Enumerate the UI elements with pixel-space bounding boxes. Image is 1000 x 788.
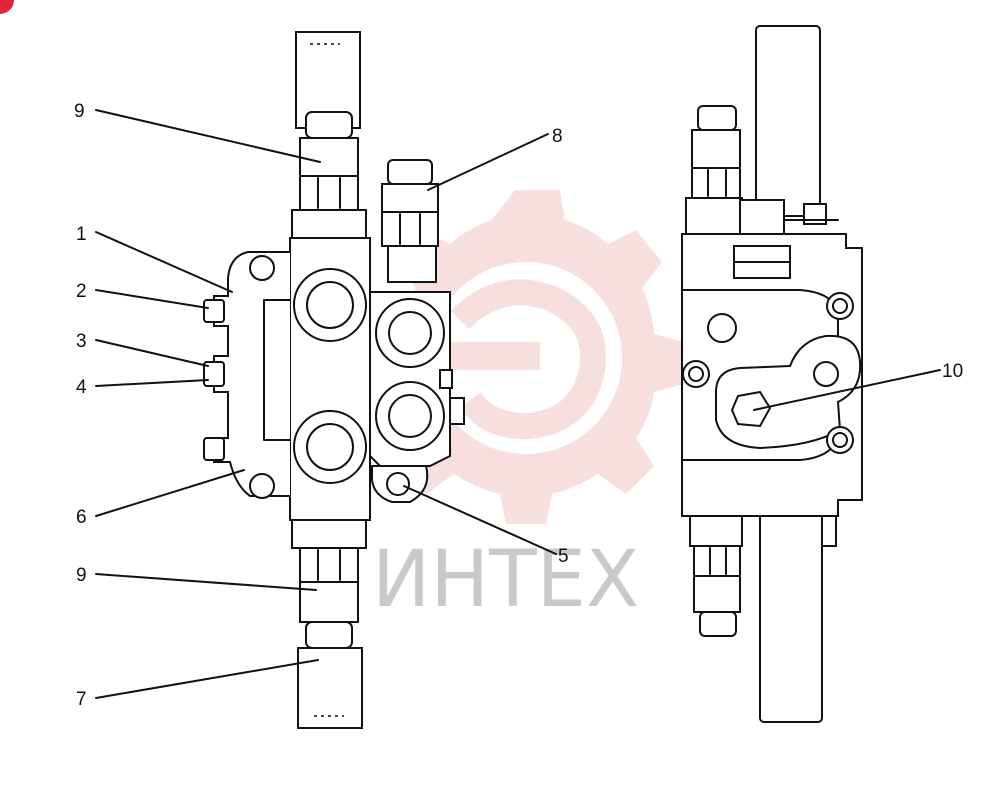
right-top-seal [691,167,741,199]
right-bottom-nut [699,611,737,637]
callout-7: 7 [76,689,87,710]
top-relief-cap [299,137,359,177]
leader-8 [427,133,549,191]
right-bottom-housing [689,515,743,547]
right-cover-hole [813,361,839,387]
bottom-relief-cap [299,581,359,623]
callout-9-bottom: 9 [76,565,87,586]
right-bolt-left [682,360,710,388]
right-bolt-bottom [826,426,854,454]
relief-valve-neck [387,245,437,283]
callout-1: 1 [76,224,87,245]
callout-3: 3 [76,331,87,352]
callout-8: 8 [552,126,563,147]
right-top-cap [691,129,741,169]
leader-4 [95,379,209,387]
side-plug [449,397,465,425]
callout-labels: 9 1 2 3 4 6 9 7 8 5 10 [74,101,963,710]
bolt-6 [203,437,225,461]
top-spool-housing [291,209,367,239]
mounting-hole-bottom [249,473,275,499]
mounting-bracket [213,251,290,497]
side-screw [439,369,453,389]
leader-1 [95,231,233,293]
callout-2: 2 [76,281,87,302]
inlet-port-inner [388,311,432,355]
relief-valve-seat [381,211,439,247]
leader-9-top [95,109,321,163]
bolt-2 [203,299,225,323]
relief-cap-nut [387,159,433,185]
callout-9-top: 9 [74,101,85,122]
leader-6 [95,469,245,517]
right-bolt-top [826,292,854,320]
callout-6: 6 [76,507,87,528]
port-lower-inner [306,423,354,471]
left-valve-view [203,31,465,729]
leader-7 [95,659,319,699]
hex-plug [730,390,772,428]
right-top-nut [697,105,737,131]
corner-mark [0,0,14,14]
leader-9-bottom [95,573,317,591]
leader-2 [95,289,209,309]
right-spool-rod-top [755,25,821,217]
top-cap-nut [305,111,353,139]
right-spool-rod-bottom [759,511,823,723]
leader-lines [95,109,941,699]
inlet-lug-hole [386,472,410,496]
port-upper-inner [306,281,354,329]
mounting-hole-top [249,255,275,281]
right-valve-view [681,25,863,723]
callout-10: 10 [942,361,963,382]
right-bottom-cap [693,575,741,613]
watermark-text: ИНТЕХ [372,535,639,625]
leader-10 [753,369,941,411]
right-bottom-seal [693,545,741,577]
callout-4: 4 [76,377,87,398]
bottom-seal-retainer [299,547,359,583]
leader-3 [95,339,209,367]
relief-valve-body [381,183,439,213]
right-bottom-stub [821,515,837,547]
outlet-port-inner [388,394,432,438]
bottom-cap-nut [305,621,353,649]
right-body-hole [707,313,737,343]
right-top-housing [685,197,743,235]
leader-5 [403,485,557,555]
top-seal-retainer [299,175,359,211]
callout-5: 5 [558,546,569,567]
bottom-spool-housing [291,519,367,549]
